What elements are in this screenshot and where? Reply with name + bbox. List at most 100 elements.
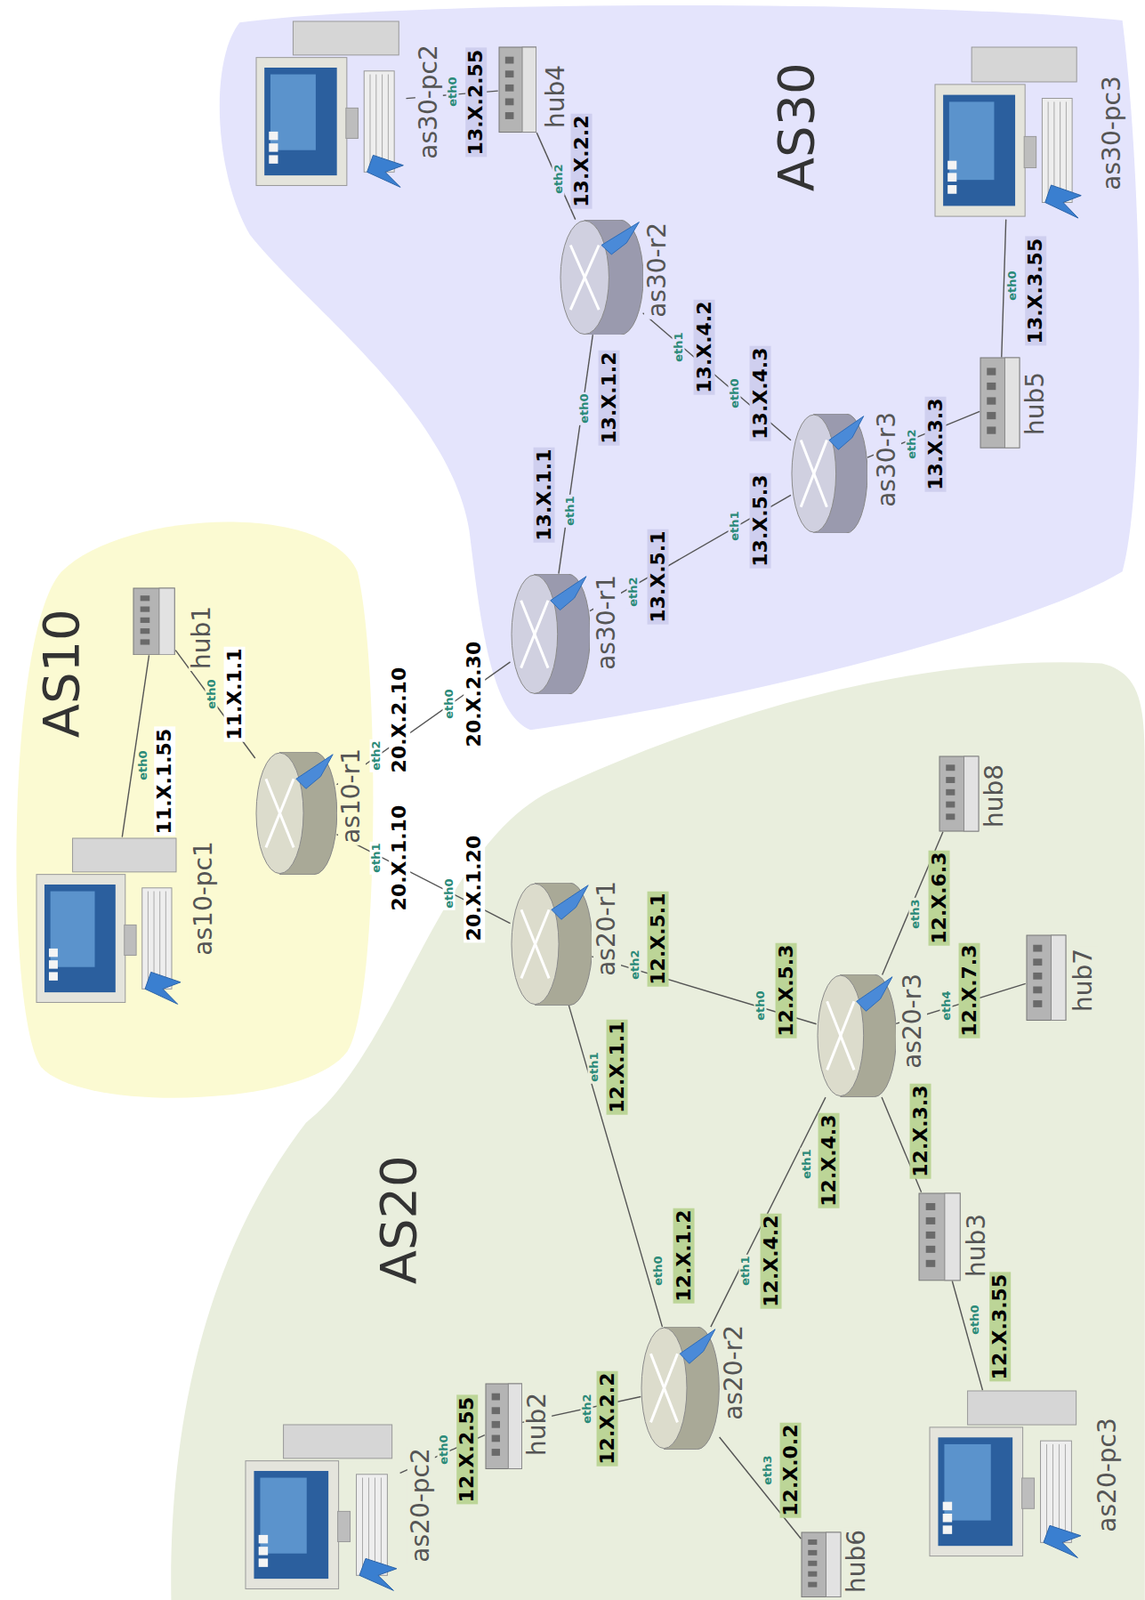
pc-stand: [338, 1511, 351, 1542]
device-router: as30-r3: [790, 413, 868, 533]
hub-body: [485, 1383, 522, 1468]
ip-address: 13.X.2.2: [571, 113, 593, 210]
pc-tower: [292, 21, 399, 56]
router-arrow: [520, 599, 548, 668]
interface-name: eth0: [754, 988, 767, 1022]
device-name: hub3: [963, 1211, 992, 1279]
device-name: hub1: [188, 604, 217, 671]
router-arrow: [266, 779, 294, 848]
ip-address: 12.X.0.2: [780, 1421, 802, 1517]
pc-key-row: [1052, 1443, 1054, 1540]
interface-name: eth0: [437, 1432, 451, 1466]
interface-name: eth1: [672, 330, 686, 363]
router-wing: [549, 575, 586, 610]
hub-icon: [498, 46, 538, 134]
hub-port: [140, 595, 151, 601]
ip-address: 12.X.2.2: [596, 1370, 619, 1467]
device-pc: as30-pc2: [255, 20, 407, 189]
hub-port: [926, 1217, 936, 1225]
pc-key-row: [147, 890, 149, 985]
device-name: hub8: [981, 762, 1009, 830]
device-router: as10-r1: [255, 751, 338, 875]
ip-address: 12.X.7.3: [959, 942, 981, 1038]
hub-icon: [484, 1382, 523, 1470]
pc-desktop-icon: [947, 160, 957, 170]
device-pc: as10-pc1: [35, 837, 184, 1006]
ip-address: 13.X.2.55: [465, 48, 487, 158]
ip-address: 12.X.5.3: [774, 942, 797, 1038]
hub-body: [801, 1532, 841, 1597]
interface-name: eth0: [443, 876, 456, 910]
hub-icon: [132, 587, 176, 656]
interface-name: eth0: [445, 75, 459, 109]
hub-port: [946, 764, 956, 771]
router-arrow: [800, 439, 827, 507]
device-name: hub2: [524, 1389, 552, 1457]
hub-port: [946, 813, 956, 820]
device-name: as30-r2: [644, 220, 672, 320]
device-name: as30-pc3: [1098, 73, 1127, 192]
device-name: hub6: [843, 1527, 871, 1595]
pc-icon: [255, 20, 407, 189]
pc-monitor: [935, 84, 1025, 217]
router-arrow: [651, 1353, 678, 1422]
hub-port: [505, 70, 515, 78]
hub-body: [1026, 935, 1066, 1020]
hub-port: [926, 1202, 936, 1210]
region-title: AS10: [33, 606, 89, 740]
region-outline: [219, 5, 1140, 730]
hub-port: [808, 1570, 818, 1576]
hub-side: [1005, 357, 1021, 448]
interface-name: eth2: [551, 161, 565, 195]
pc-desktop-icon: [947, 185, 957, 194]
router-icon: [255, 751, 338, 875]
pc-key-row: [1059, 101, 1061, 199]
pc-icon: [35, 837, 184, 1006]
pc-tower: [971, 47, 1077, 82]
hub-port: [986, 382, 996, 390]
device-hub: hub8: [938, 755, 980, 832]
ip-address: 12.X.3.3: [910, 1082, 932, 1178]
router-arrow: [800, 439, 827, 507]
ip-address: 13.X.4.3: [749, 345, 772, 441]
interface-name: eth0: [967, 1303, 981, 1337]
pc-key-row: [369, 73, 371, 169]
device-pc: as20-pc2: [244, 1423, 400, 1592]
hub-icon: [800, 1531, 842, 1598]
hub-port: [1032, 943, 1042, 952]
hub-port: [505, 56, 515, 64]
ip-address: 12.X.4.2: [759, 1212, 782, 1308]
router-wing: [296, 754, 333, 790]
hub-port: [946, 789, 956, 796]
pc-desktop-icon: [268, 143, 278, 152]
device-name: as30-r3: [873, 410, 902, 509]
router-arrow: [826, 1001, 854, 1071]
interface-name: eth3: [909, 896, 922, 930]
router-arrow: [520, 599, 548, 668]
pc-key-row: [1064, 1443, 1066, 1540]
pc-key-row: [1046, 1443, 1048, 1540]
interface-name: eth2: [628, 947, 641, 981]
hub-icon: [938, 755, 980, 832]
pc-key-row: [374, 1477, 376, 1573]
hub-side: [522, 47, 537, 132]
device-name: as30-pc2: [415, 42, 444, 161]
pc-key-row: [1064, 101, 1066, 199]
hub-port: [505, 97, 515, 105]
interface-name: eth1: [588, 1049, 601, 1083]
pc-screen: [264, 67, 337, 176]
hub-port: [946, 776, 956, 783]
ip-address: 13.X.5.3: [749, 472, 772, 568]
router-face: [511, 574, 558, 694]
pc-key-row: [362, 1477, 363, 1573]
region-title: AS30: [768, 61, 824, 194]
pc-desktop-icon: [268, 131, 278, 140]
as-region: AS20as20-r1as20-r2as20-r3hub2as20-pc2hub…: [168, 653, 1145, 1600]
pc-key-row: [1047, 101, 1049, 199]
router-face: [641, 1327, 687, 1449]
interface-name: eth0: [652, 1254, 665, 1288]
hub-port: [491, 1407, 500, 1415]
router-arrow: [651, 1353, 678, 1422]
hub-port: [1032, 999, 1042, 1008]
pc-stand: [346, 107, 359, 138]
